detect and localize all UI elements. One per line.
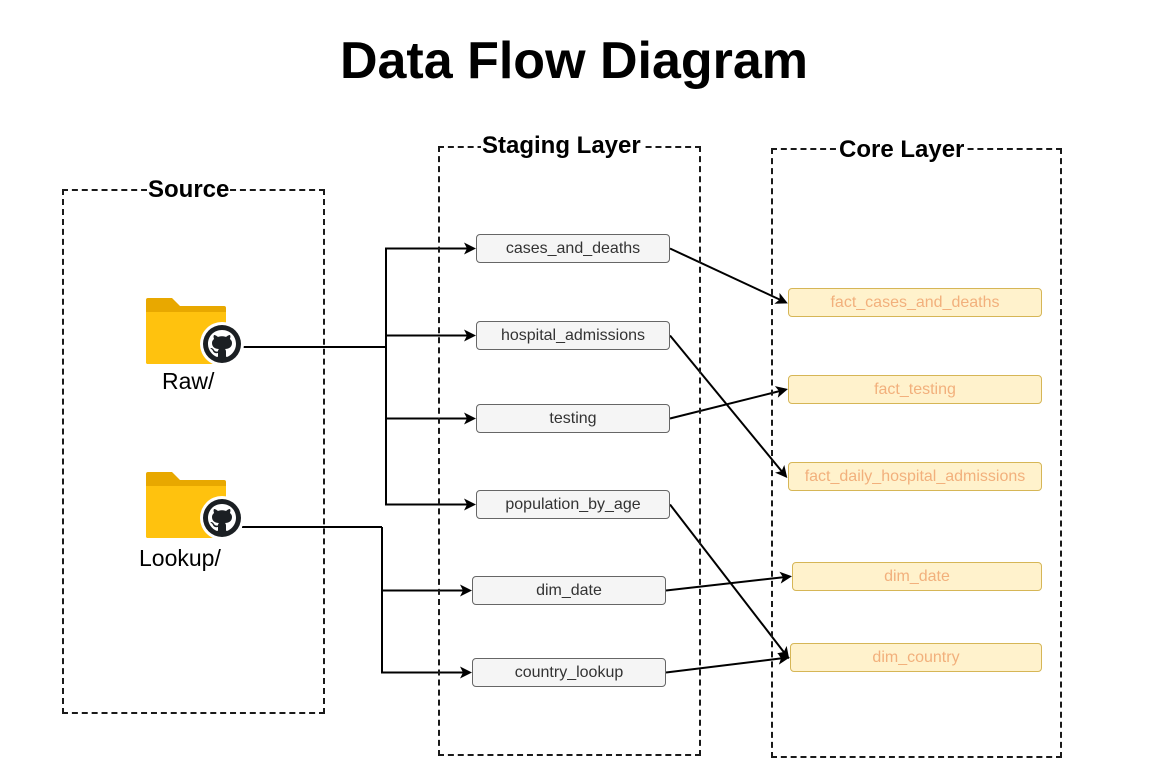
lookup-folder[interactable] [144,470,244,542]
github-folder-icon [146,298,244,366]
staging-node-dim-date[interactable]: dim_date [472,576,666,605]
staging-node-population-by-age[interactable]: population_by_age [476,490,670,519]
edge-raw-to-hospital-admissions [385,329,476,347]
core-node-fact-cases-and-deaths[interactable]: fact_cases_and_deaths [788,288,1042,317]
core-node-dim-date[interactable]: dim_date [792,562,1042,591]
github-folder-icon [146,472,244,540]
core-layer-label: Core Layer [838,136,966,164]
edge-dim-date-to-dim-date-core [665,571,792,592]
source-group [62,189,325,714]
staging-node-hospital-admissions[interactable]: hospital_admissions [476,321,670,350]
source-group-label: Source [147,176,231,204]
staging-node-cases-and-deaths[interactable]: cases_and_deaths [476,234,670,263]
edge-hospital-admissions-to-fact-daily-hospital-admissions [669,334,788,479]
core-node-fact-daily-hospital-admissions[interactable]: fact_daily_hospital_admissions [788,462,1042,491]
edge-lookup-to-country-lookup [381,527,472,679]
core-node-fact-testing[interactable]: fact_testing [788,375,1042,404]
edge-raw-to-cases-and-deaths [385,242,476,347]
edge-raw-to-population-by-age [385,347,476,511]
raw-folder-label: Raw/ [162,368,215,394]
lookup-folder-label: Lookup/ [139,545,221,571]
core-node-dim-country[interactable]: dim_country [790,643,1042,672]
staging-node-testing[interactable]: testing [476,404,670,433]
edge-country-lookup-to-dim-country [665,652,790,674]
edge-cases-and-deaths-to-fact-cases-and-deaths [669,247,788,304]
edge-population-by-age-to-dim-country [669,503,790,660]
diagram-title: Data Flow Diagram [339,32,809,90]
raw-folder[interactable] [144,296,244,368]
edge-testing-to-fact-testing [669,386,788,420]
staging-node-country-lookup[interactable]: country_lookup [472,658,666,687]
staging-layer-label: Staging Layer [481,132,642,160]
